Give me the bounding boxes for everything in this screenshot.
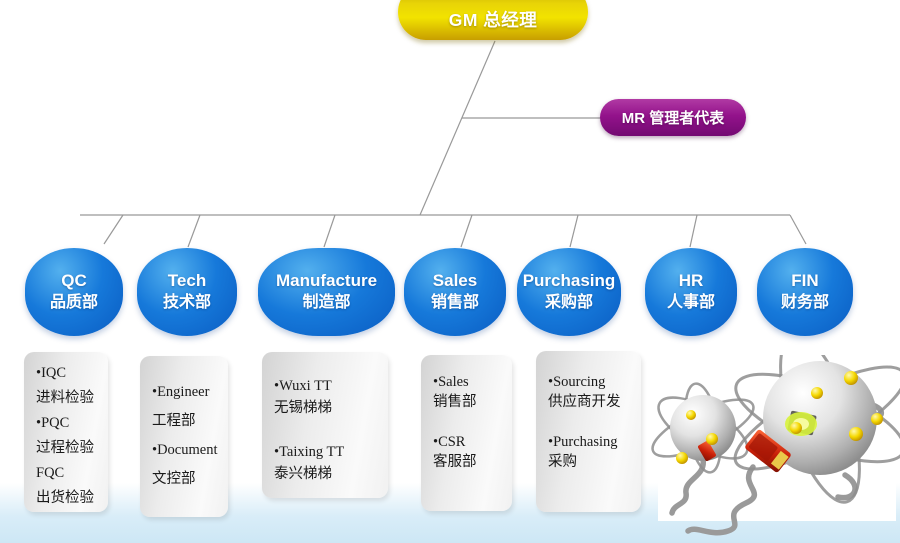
small-atom-icon (651, 382, 755, 474)
subunit-line: •Sales (433, 374, 469, 390)
big-atom-icon (733, 355, 900, 504)
subunit-line: 无锡梯梯 (274, 400, 332, 416)
subunit-line (433, 412, 512, 432)
subunit-line: 客服部 (433, 454, 477, 470)
node-mr-label: MR 管理者代表 (621, 110, 725, 127)
subunit-line: 出货检验 (36, 490, 94, 506)
subunits-tech: •Engineer 工程部 •Document 文控部 (140, 356, 228, 517)
red-plug-icon (745, 429, 791, 473)
dept-name-en: QC (61, 271, 87, 290)
subunit-line: 过程检验 (36, 440, 94, 456)
subunit-line: 供应商开发 (548, 394, 621, 410)
subunit-line: •Engineer (152, 384, 210, 400)
subunit-line: 泰兴梯梯 (274, 466, 332, 482)
subunit-line: •Wuxi TT (274, 378, 332, 394)
dept-name-cn: 销售部 (430, 294, 479, 311)
dept-name-en: HR (678, 271, 704, 290)
dept-name-cn: 技术部 (162, 294, 211, 311)
subunit-line: •Taixing TT (274, 444, 345, 460)
subunit-line: •Sourcing (548, 374, 606, 390)
subunit-line (548, 412, 641, 432)
dept-name-cn: 制造部 (302, 294, 351, 311)
subunit-line: •CSR (433, 434, 466, 450)
dept-name-cn: 品质部 (49, 294, 98, 311)
dept-name-en: FIN (791, 271, 819, 290)
node-mr: MR 管理者代表 (600, 99, 746, 136)
dept-name-cn: 人事部 (666, 294, 715, 311)
subunit-line: 采购 (548, 454, 577, 470)
network-atoms-illustration-icon (651, 355, 900, 536)
subunits-sales: •Sales 销售部 •CSR 客服部 (421, 355, 512, 511)
subunit-line: 进料检验 (36, 390, 94, 406)
subunit-line: •Purchasing (548, 434, 618, 450)
subunits-qc: •IQC 进料检验 •PQC 过程检验 FQC 出货检验 (24, 352, 108, 512)
subunit-line (274, 419, 388, 441)
subunit-line: •IQC (36, 365, 67, 381)
dept-name-cn: 财务部 (780, 294, 829, 311)
dept-name-en: Manufacture (275, 271, 378, 290)
node-dept-purchasing: Purchasing 采购部 (517, 248, 621, 336)
subunits-manufacture: •Wuxi TT 无锡梯梯 •Taixing TT 泰兴梯梯 (262, 352, 388, 498)
node-dept-manufacture: Manufacture 制造部 (258, 248, 395, 336)
dept-name-en: Tech (167, 271, 207, 290)
subunits-purchasing: •Sourcing 供应商开发 •Purchasing 采购 (536, 351, 641, 512)
dept-name-en: Purchasing (522, 271, 616, 290)
subunit-line: 工程部 (152, 413, 196, 429)
dept-name-cn: 采购部 (544, 294, 593, 311)
dept-name-en: Sales (432, 271, 478, 290)
node-dept-tech: Tech 技术部 (137, 248, 237, 336)
node-gm-label: GM 总经理 (448, 10, 538, 30)
node-dept-hr: HR 人事部 (645, 248, 737, 336)
subunit-line: FQC (36, 465, 65, 481)
subunit-line: •PQC (36, 415, 70, 431)
subunit-line: 销售部 (433, 394, 477, 410)
node-dept-fin: FIN 财务部 (757, 248, 853, 336)
node-gm: GM 总经理 (398, 0, 588, 40)
subunit-line: 文控部 (152, 471, 196, 487)
node-dept-sales: Sales 销售部 (404, 248, 506, 336)
subunit-line: •Document (152, 442, 218, 458)
node-dept-qc: QC 品质部 (25, 248, 123, 336)
